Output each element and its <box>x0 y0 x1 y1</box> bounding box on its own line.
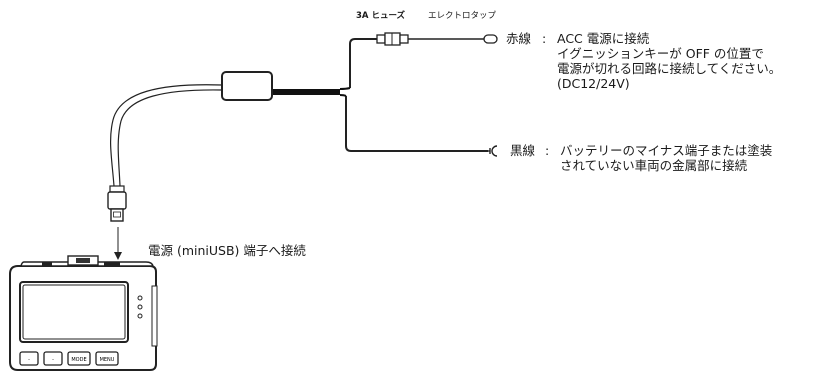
black-wire <box>345 96 488 152</box>
fuse-holder-icon <box>376 32 409 46</box>
usb-plug-icon <box>107 185 127 222</box>
black-wire-line-2: されていない車両の金属部に接続 <box>560 158 748 173</box>
converter-box <box>221 71 273 101</box>
fuse-label: 3A ヒューズ <box>356 11 406 21</box>
red-wire <box>349 38 484 88</box>
device-button-menu: MENU <box>100 357 115 363</box>
red-wire-line-4: (DC12/24V) <box>557 76 630 91</box>
main-cable <box>272 87 351 97</box>
usb-connection-label: 電源 (miniUSB) 端子へ接続 <box>148 243 306 258</box>
red-wire-separator: : <box>542 31 547 46</box>
black-wire-separator: : <box>545 143 550 158</box>
dashcam-device: - - MODE MENU <box>9 255 158 371</box>
electro-tap-icon <box>483 34 498 44</box>
device-button-minus-2: - <box>52 357 54 363</box>
red-wire-line-3: 電源が切れる回路に接続してください。 <box>557 61 782 76</box>
ground-terminal-icon <box>488 145 498 157</box>
device-button-mode: MODE <box>71 357 86 363</box>
black-wire-title: 黒線 <box>510 143 536 158</box>
red-wire-line-1: ACC 電源に接続 <box>557 31 650 46</box>
red-wire-line-2: イグニッションキーが OFF の位置で <box>557 46 764 61</box>
connection-arrow <box>114 227 122 260</box>
red-wire-title: 赤線 <box>506 31 532 46</box>
electro-tap-label: エレクトロタップ <box>428 11 497 21</box>
usb-cable <box>109 84 223 187</box>
black-wire-line-1: バッテリーのマイナス端子または塗装 <box>560 143 773 158</box>
device-button-minus-1: - <box>28 357 30 363</box>
